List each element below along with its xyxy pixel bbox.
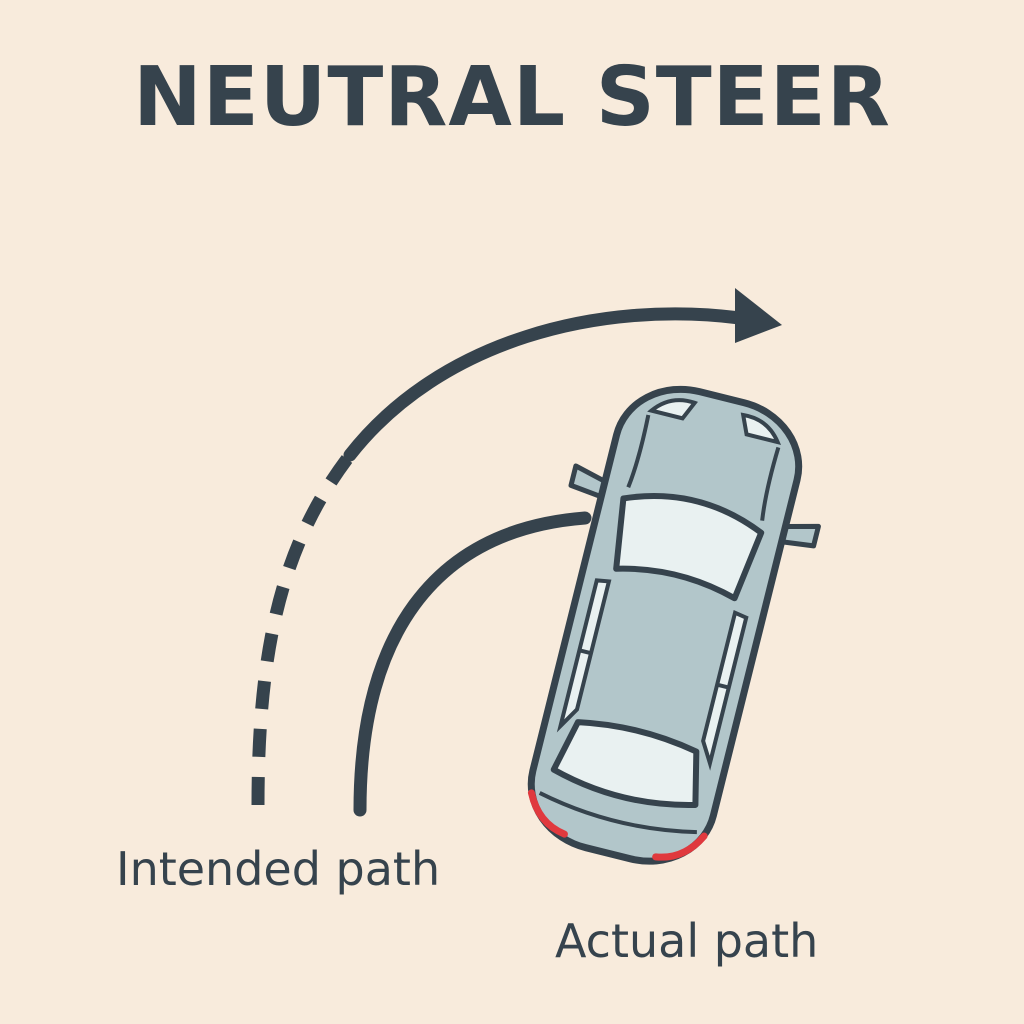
- actual-path-label: Actual path: [555, 914, 819, 968]
- intended-path-label: Intended path: [116, 842, 441, 896]
- actual-path: [353, 511, 592, 817]
- diagram-title: NEUTRAL STEER: [133, 50, 891, 145]
- arrow-head-icon: [735, 288, 782, 343]
- intended-path-dashed: [251, 451, 356, 806]
- intended-path-solid: [343, 307, 747, 462]
- car-top-view-icon: [527, 385, 821, 865]
